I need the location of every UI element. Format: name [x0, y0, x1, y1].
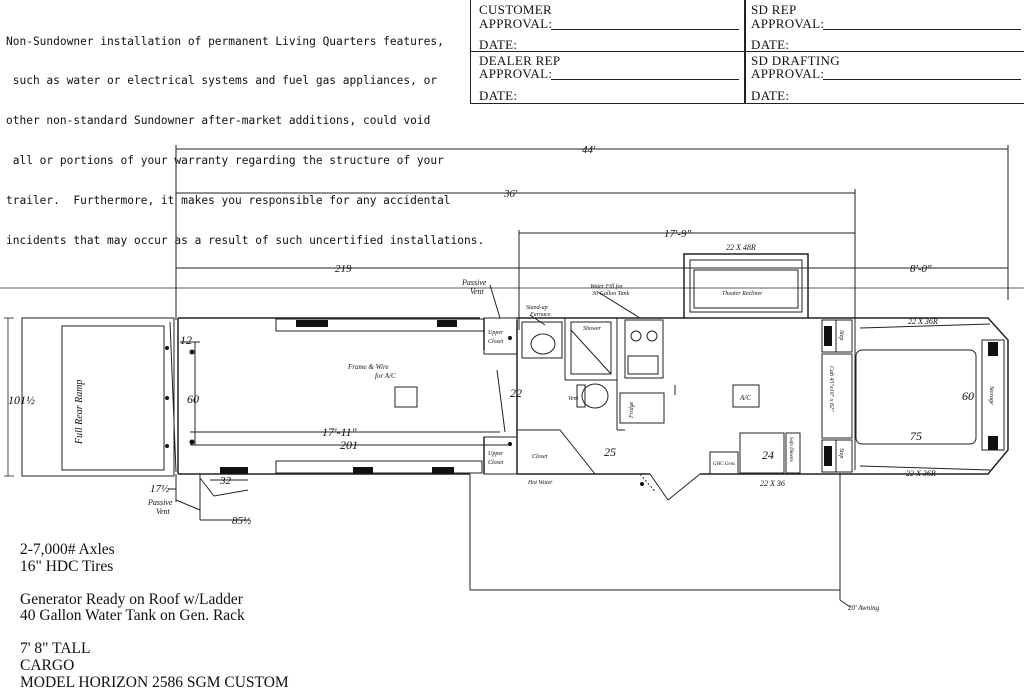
label-closet: Closet	[532, 454, 548, 460]
dim-lq-length: 17'-9"	[664, 228, 692, 240]
dim-window-slide: 22 X 48R	[726, 243, 756, 252]
dim-horse-201: 201	[340, 438, 358, 452]
spec-tires: 16" HDC Tires	[20, 557, 114, 575]
label-nose-storage: Storage	[988, 386, 994, 405]
disclaimer-line: Non-Sundowner installation of permanent …	[6, 34, 444, 48]
sd-drafting-approval-label: APPROVAL:	[751, 66, 825, 81]
disclaimer-line: trailer. Furthermore, it makes you respo…	[6, 194, 451, 208]
dim-ramp-60: 60	[187, 392, 199, 406]
dim-85: 85½	[232, 515, 251, 527]
customer-approval-label: APPROVAL:	[479, 16, 553, 31]
dim-overall-length: 44'	[582, 144, 596, 156]
label-water-fill-2: 30 Gallon Tank	[591, 291, 629, 297]
label-step-top: Step	[838, 330, 844, 340]
disclaimer-line: all or portions of your warranty regardi…	[6, 154, 444, 168]
label-standup-furnace-2: Furnace	[529, 312, 551, 318]
dealer-rep-label: DEALER REP	[479, 53, 561, 68]
disclaimer-text: Non-Sundowner installation of permanent …	[6, 8, 485, 261]
dim-32: 32	[219, 475, 232, 487]
dim-17: 17½	[150, 483, 169, 495]
dim-25: 25	[604, 445, 616, 459]
spec-height: 7' 8" TALL	[20, 640, 91, 658]
spec-water-tank: 40 Gallon Water Tank on Gen. Rack	[20, 607, 245, 625]
label-passive-vent-bottom-2: Vent	[156, 507, 171, 516]
customer-date-label: DATE:	[479, 37, 518, 52]
label-sofa: Sofa Dinette	[788, 437, 793, 463]
label-hot-water: Hot Water	[527, 480, 553, 486]
label-awning: 20' Awning	[848, 604, 880, 612]
customer-approval-line[interactable]	[551, 29, 739, 30]
label-passive-vent-top-2: Vent	[470, 287, 485, 296]
dim-horse-length: 17'-11"	[322, 425, 358, 439]
label-frame-wire-2: for A/C	[375, 372, 396, 380]
label-vent: Vent	[568, 396, 579, 402]
label-water-fill: Water Fill for	[590, 283, 623, 290]
spec-axles: 2-7,000# Axles	[20, 541, 115, 558]
label-passive-vent-bottom: Passive	[147, 498, 173, 507]
label-cab: Cab 45"x10" x 82"	[828, 366, 835, 412]
sd-rep-label: SD REP	[751, 2, 797, 17]
dim-75: 75	[910, 429, 922, 443]
sd-drafting-label: SD DRAFTING	[751, 53, 840, 68]
label-fridge: Fridge	[629, 401, 635, 419]
label-step-bottom: Step	[838, 448, 844, 458]
dim-gooseneck: 8'-0"	[910, 263, 932, 275]
dim-rear-width: 101½	[8, 393, 35, 407]
sd-rep-date-label: DATE:	[751, 37, 790, 52]
label-upper-closet-bottom: Upper	[488, 451, 504, 457]
dealer-date-label: DATE:	[479, 88, 518, 103]
label-passive-vent-top: Passive	[461, 278, 487, 287]
dim-22: 22	[510, 386, 522, 400]
sd-rep-approval-label: APPROVAL:	[751, 16, 825, 31]
disclaimer-line: incidents that may occur as a result of …	[6, 234, 485, 248]
disclaimer-line: other non-standard Sundowner after-marke…	[6, 114, 431, 128]
dim-box-length: 36'	[503, 188, 518, 200]
label-upper-closet-bottom-2: Closet	[488, 460, 504, 466]
approval-block: CUSTOMER APPROVAL: DATE: DEALER REP APPR…	[470, 0, 1024, 104]
label-gen: GHC Gens	[713, 462, 735, 467]
dim-window-door: 22 X 36	[760, 479, 785, 488]
spec-model: MODEL HORIZON 2586 SGM CUSTOM	[20, 673, 289, 691]
label-upper-closet-top-2: Closet	[488, 339, 504, 345]
label-frame-wire: Frame & Wire	[347, 363, 389, 371]
dim-window-nose-bottom: 22 X 36R	[906, 469, 936, 478]
label-upper-closet-top: Upper	[488, 330, 504, 336]
customer-label: CUSTOMER	[479, 2, 552, 17]
dim-nose-60: 60	[962, 389, 974, 403]
disclaimer-line: such as water or electrical systems and …	[6, 74, 438, 88]
spec-cargo: CARGO	[20, 656, 75, 674]
label-theater-recliner: Theater Recliner	[722, 291, 763, 297]
label-step-top-2: Step	[824, 332, 830, 342]
label-ac: A/C	[739, 394, 751, 402]
sd-rep-approval-line[interactable]	[823, 29, 1021, 30]
dim-24: 24	[762, 448, 774, 462]
sd-drafting-date-label: DATE:	[751, 88, 790, 103]
dealer-approval-label: APPROVAL:	[479, 66, 553, 81]
label-shower: Shower	[583, 326, 602, 332]
label-full-rear-ramp: Full Rear Ramp	[74, 380, 85, 445]
trailer-specs: 2-7,000# Axles 16" HDC Tires Generator R…	[20, 541, 289, 692]
dim-ramp-12: 12	[180, 333, 192, 347]
dim-window-nose-top: 22 X 36R	[908, 317, 938, 326]
label-step-bottom-2: Step	[824, 448, 830, 458]
label-standup-furnace: Stand-up	[526, 305, 548, 311]
dealer-approval-line[interactable]	[551, 79, 739, 80]
dim-rear-219: 219	[335, 263, 352, 275]
sd-drafting-approval-line[interactable]	[823, 79, 1021, 80]
spec-generator: Generator Ready on Roof w/Ladder	[20, 590, 243, 608]
